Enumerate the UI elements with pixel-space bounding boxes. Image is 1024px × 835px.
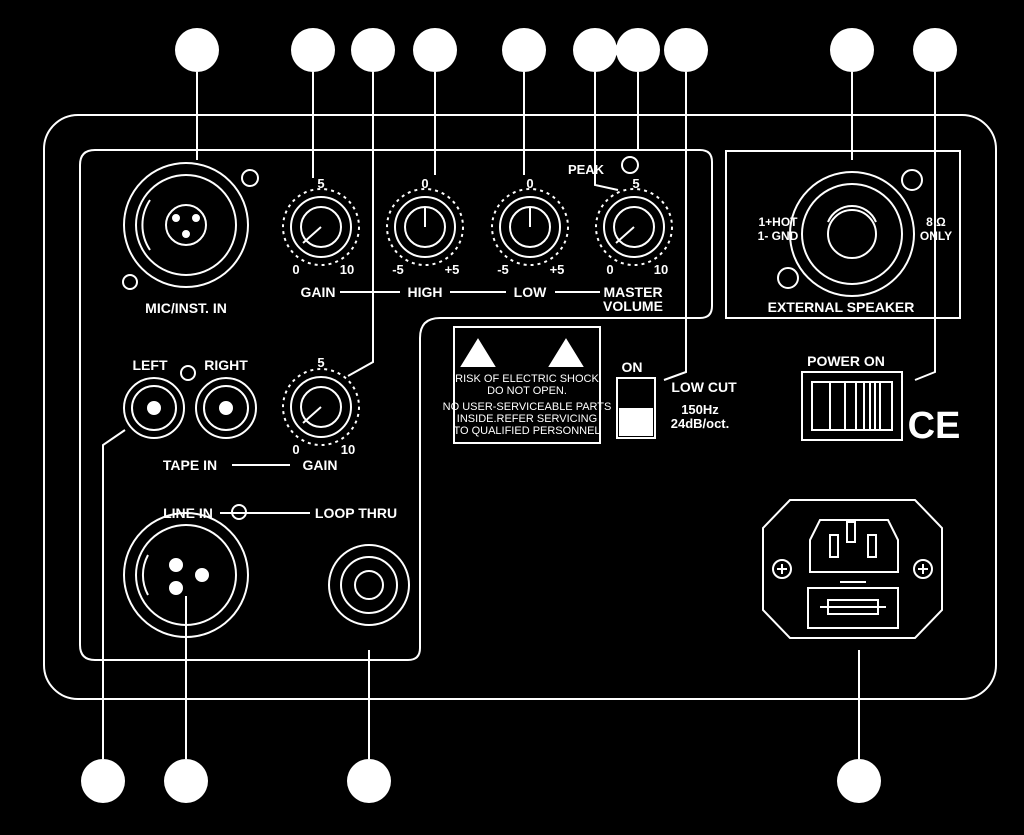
- low-cut-label: LOW CUT: [671, 379, 737, 395]
- mic-inst-in-label: MIC/INST. IN: [145, 300, 227, 316]
- volume-label: VOLUME: [603, 298, 663, 314]
- warning-line-3: NO USER-SERVICEABLE PARTS: [443, 401, 612, 413]
- panel-outline: [43, 114, 997, 700]
- callout-marker: [81, 759, 125, 803]
- master-scale-mid: 5: [632, 176, 639, 191]
- low-label: LOW: [514, 284, 547, 300]
- callout-marker: [913, 28, 957, 72]
- xlr-line-in-jack[interactable]: [123, 504, 249, 638]
- tape-right-label: RIGHT: [204, 357, 248, 373]
- warning-line-2: DO NOT OPEN.: [487, 385, 567, 397]
- high-label: HIGH: [408, 284, 443, 300]
- callout-marker: [413, 28, 457, 72]
- gain-label: GAIN: [301, 284, 336, 300]
- tape-gain-scale-min: 0: [292, 442, 299, 457]
- tape-gain-scale-mid: 5: [317, 355, 324, 370]
- speaker-section-outline: [725, 150, 961, 319]
- high-knob[interactable]: [386, 188, 464, 266]
- warning-line-1: RISK OF ELECTRIC SHOCK: [455, 373, 599, 385]
- speaker-hot-label: 1+HOT: [758, 215, 798, 229]
- master-scale-max: 10: [654, 262, 668, 277]
- low-cut-slope: 24dB/oct.: [671, 416, 730, 431]
- master-scale-min: 0: [606, 262, 613, 277]
- master-label: MASTER: [603, 284, 662, 300]
- warning-line-4: INSIDE.REFER SERVICING: [457, 413, 597, 425]
- speaker-gnd-label: 1- GND: [758, 229, 799, 243]
- callouts-bottom: [81, 759, 881, 803]
- callouts-top: [175, 28, 957, 72]
- screw-hole: [180, 365, 196, 381]
- warning-line-5: TO QUALIFIED PERSONNEL: [453, 425, 600, 437]
- low-cut-freq: 150Hz: [681, 402, 719, 417]
- tape-gain-label: GAIN: [303, 457, 338, 473]
- leader-lines: [102, 72, 936, 759]
- input-section-outline: [79, 149, 713, 661]
- ce-mark: CE: [908, 405, 961, 447]
- callout-marker: [175, 28, 219, 72]
- speaker-only-label: ONLY: [920, 229, 952, 243]
- gain-scale-max: 10: [340, 262, 354, 277]
- tape-left-label: LEFT: [133, 357, 168, 373]
- low-scale-min: -5: [497, 262, 509, 277]
- high-scale-mid: 0: [421, 176, 428, 191]
- gain-knob[interactable]: [282, 188, 360, 266]
- warning-label: [453, 326, 601, 444]
- iec-power-inlet[interactable]: [762, 499, 943, 639]
- power-on-label: POWER ON: [807, 353, 885, 369]
- mic-inst-jack[interactable]: [122, 162, 259, 290]
- callout-marker: [573, 28, 617, 72]
- callout-marker: [837, 759, 881, 803]
- gain-scale-min: 0: [292, 262, 299, 277]
- rca-left-jack[interactable]: [123, 377, 185, 439]
- callout-marker: [616, 28, 660, 72]
- low-scale-mid: 0: [526, 176, 533, 191]
- master-volume-knob[interactable]: [595, 188, 673, 266]
- callout-marker: [164, 759, 208, 803]
- low-knob[interactable]: [491, 188, 569, 266]
- low-scale-max: +5: [550, 262, 565, 277]
- loop-thru-label: LOOP THRU: [315, 505, 397, 521]
- callout-marker: [291, 28, 335, 72]
- rca-right-jack[interactable]: [195, 377, 257, 439]
- power-switch[interactable]: [801, 371, 903, 441]
- callout-marker: [830, 28, 874, 72]
- gain-scale-mid: 5: [317, 176, 324, 191]
- tape-gain-scale-max: 10: [341, 442, 355, 457]
- tape-gain-knob[interactable]: [282, 368, 360, 446]
- peak-label: PEAK: [568, 162, 605, 177]
- peak-led: [621, 156, 639, 174]
- speaker-ohm-label: 8 Ω: [926, 215, 946, 229]
- callout-marker: [351, 28, 395, 72]
- callout-marker: [664, 28, 708, 72]
- high-scale-max: +5: [445, 262, 460, 277]
- callout-marker: [502, 28, 546, 72]
- external-speaker-label: EXTERNAL SPEAKER: [768, 299, 915, 315]
- high-scale-min: -5: [392, 262, 404, 277]
- low-cut-on-label: ON: [622, 359, 643, 375]
- loop-thru-jack[interactable]: [328, 544, 410, 626]
- tape-in-label: TAPE IN: [163, 457, 217, 473]
- speakon-connector[interactable]: [777, 169, 923, 297]
- label-connectors: [220, 291, 600, 514]
- line-in-label: LINE IN: [163, 505, 213, 521]
- low-cut-switch[interactable]: [616, 377, 656, 439]
- callout-marker: [347, 759, 391, 803]
